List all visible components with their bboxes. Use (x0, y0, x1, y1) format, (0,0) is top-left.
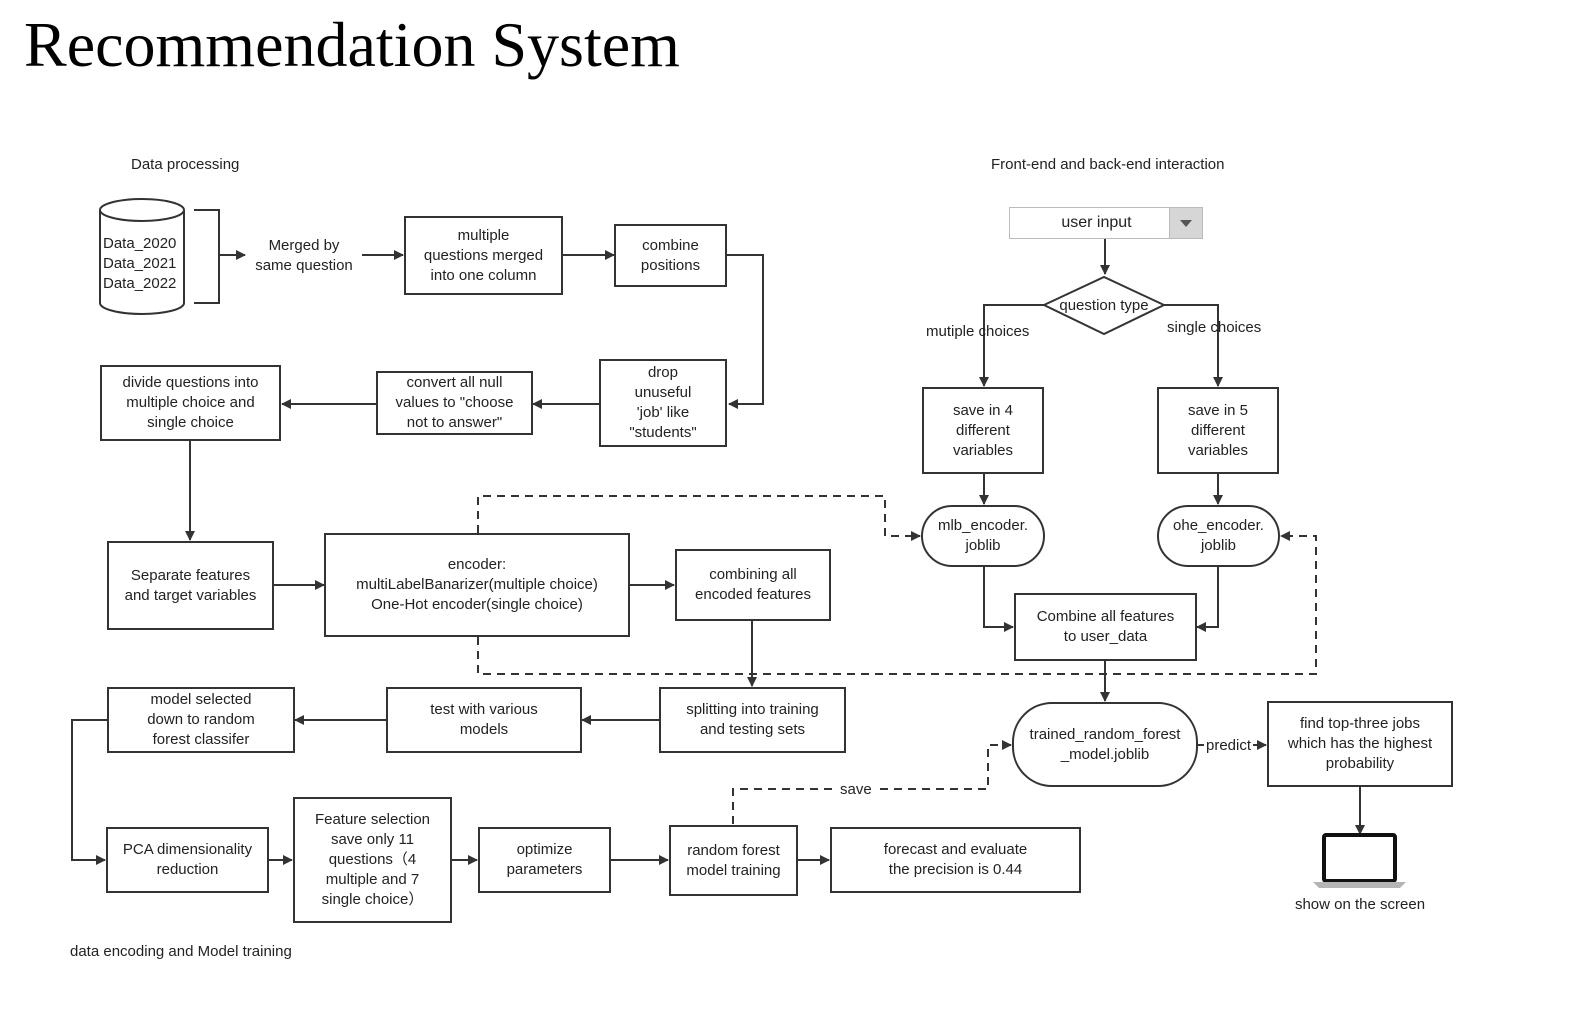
node-test-models: test with various models (386, 687, 582, 753)
node-multi-merged: multiple questions merged into one colum… (404, 216, 563, 295)
node-combine-positions: combine positions (614, 224, 727, 287)
node-model-selected: model selected down to random forest cla… (107, 687, 295, 753)
node-splitting: splitting into training and testing sets (659, 687, 846, 753)
merged-label: Merged by same question (255, 237, 353, 274)
node-ohe-encoder: ohe_encoder. joblib (1157, 505, 1280, 567)
question-type-diamond (1041, 275, 1167, 336)
node-separate-features: Separate features and target variables (107, 541, 274, 630)
node-optimize: optimize parameters (478, 827, 611, 893)
user-input-dropdown[interactable]: user input (1009, 207, 1203, 239)
question-type-label: question type (1059, 297, 1149, 314)
show-screen-label: show on the screen (1294, 896, 1426, 913)
section-frontend: Front-end and back-end interaction (991, 156, 1225, 173)
node-divide-questions: divide questions into multiple choice an… (100, 365, 281, 441)
page-title: Recommendation System (24, 9, 680, 80)
node-encoder: encoder: multiLabelBanarizer(multiple ch… (324, 533, 630, 637)
node-forecast: forecast and evaluate the precision is 0… (830, 827, 1081, 893)
edge-label-single: single choices (1167, 319, 1262, 336)
node-drop-unuseful: drop unuseful 'job' like "students" (599, 359, 727, 447)
database-icon (99, 198, 185, 315)
node-combining-encoded: combining all encoded features (675, 549, 831, 621)
user-input-label: user input (1061, 214, 1132, 231)
node-rf-training: random forest model training (669, 825, 798, 896)
section-training: data encoding and Model training (70, 943, 292, 960)
node-mlb-encoder: mlb_encoder. joblib (921, 505, 1045, 567)
section-data-processing: Data processing (131, 156, 240, 173)
edge-label-multiple: mutiple choices (926, 323, 1030, 340)
dropdown-caret-button[interactable] (1169, 208, 1202, 238)
edge-label-save: save (838, 780, 874, 800)
dropdown-caret-icon (1180, 219, 1192, 227)
node-feature-selection: Feature selection save only 11 questions… (293, 797, 452, 923)
node-trained-model: trained_random_forest _model.joblib (1012, 702, 1198, 787)
node-pca: PCA dimensionality reduction (106, 827, 269, 893)
node-convert-null: convert all null values to "choose not t… (376, 371, 533, 435)
laptop-icon (1313, 833, 1406, 888)
node-combine-user: Combine all features to user_data (1014, 593, 1197, 661)
database-label: Data_2020 Data_2021 Data_2022 (103, 235, 177, 292)
bracket (194, 209, 220, 304)
node-save5: save in 5 different variables (1157, 387, 1279, 474)
edge-label-predict: predict (1204, 736, 1254, 756)
node-save4: save in 4 different variables (922, 387, 1044, 474)
node-top-three: find top-three jobs which has the highes… (1267, 701, 1453, 787)
